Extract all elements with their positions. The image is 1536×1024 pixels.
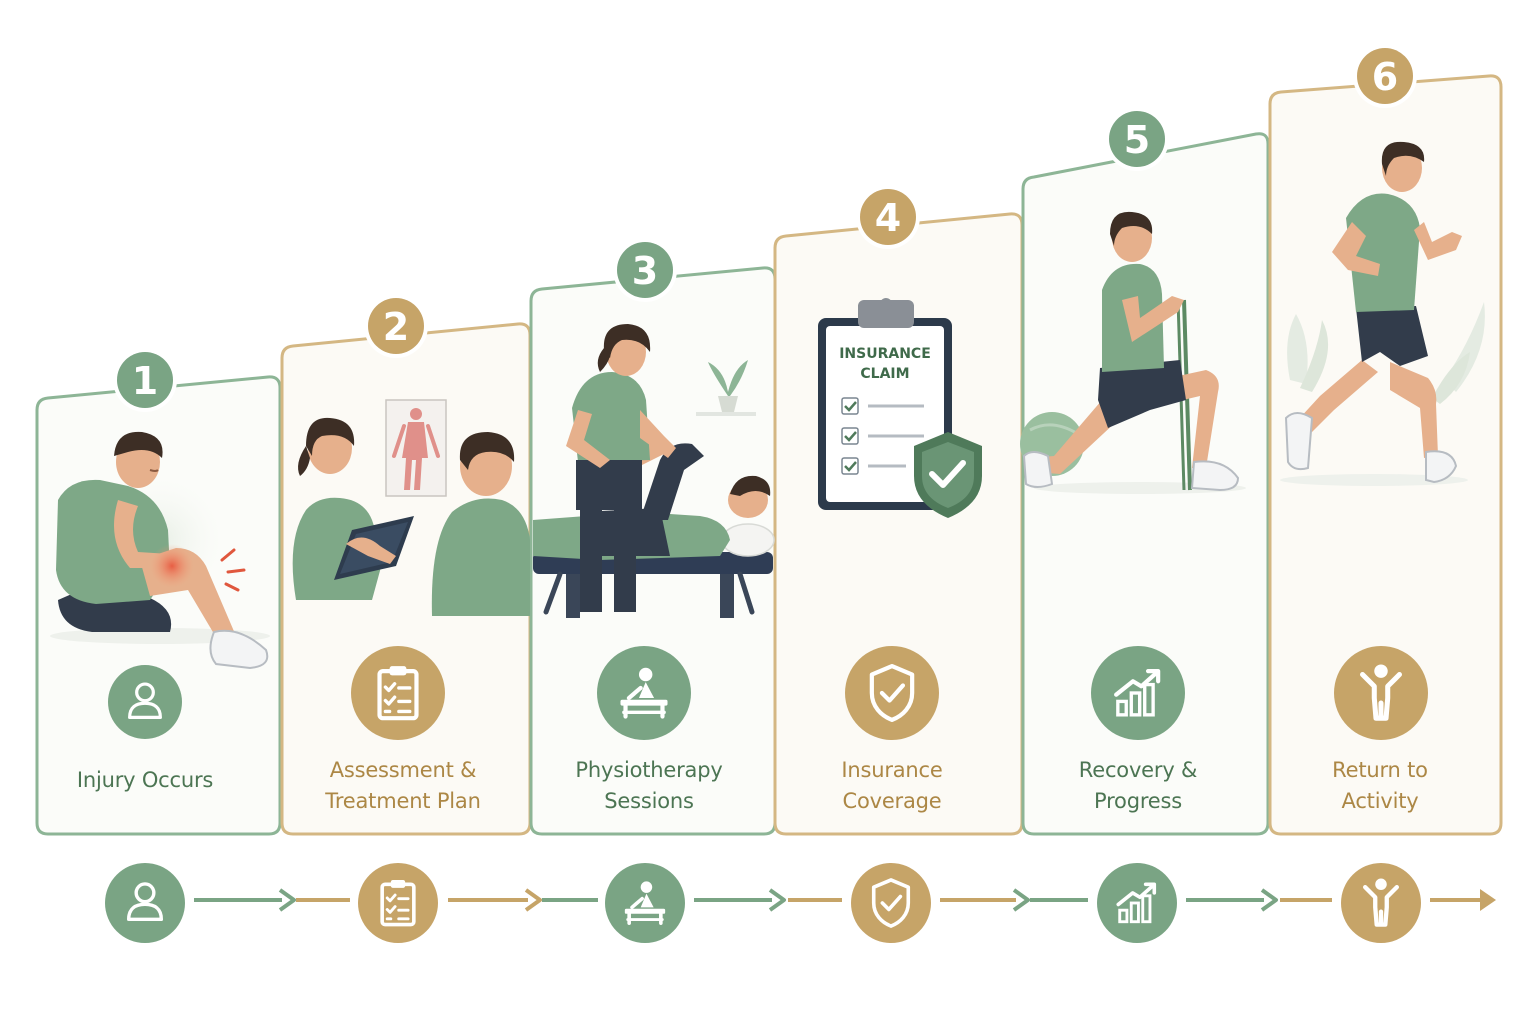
step-number-badge-3: 3: [613, 238, 677, 302]
step-label-6-line1: Return to: [1332, 758, 1428, 782]
progress-timeline: [105, 863, 1496, 943]
step-number-6: 6: [1372, 55, 1398, 99]
step-number-5: 5: [1124, 118, 1150, 162]
step-label-5-line1: Recovery &: [1078, 758, 1198, 782]
timeline-arrow-3: [694, 888, 842, 912]
step-label-1: Injury Occurs: [35, 765, 255, 796]
insurance-claim-illustration: INSURANCE CLAIM: [818, 298, 982, 518]
step-number-badge-2: 2: [364, 294, 428, 358]
step-number-3: 3: [632, 249, 658, 293]
timeline-step-1: [105, 863, 185, 943]
timeline-step-4: [851, 863, 931, 943]
step-number-badge-4: 4: [856, 185, 920, 249]
card-icon-badge-1: [108, 665, 182, 739]
step-number-badge-1: 1: [113, 348, 177, 412]
timeline-arrow-2: [448, 888, 598, 912]
step-number-2: 2: [383, 305, 409, 349]
timeline-arrow-5: [1186, 888, 1332, 912]
timeline-step-3: [605, 863, 685, 943]
shield-check-badge-icon: [914, 432, 982, 518]
step-label-5-line2: Progress: [1093, 789, 1183, 813]
step-label-2: Assessment & Treatment Plan: [293, 755, 513, 817]
step-label-3-line1: Physiotherapy: [575, 758, 723, 782]
step-label-4-line2: Coverage: [842, 789, 942, 813]
step-number-badge-6: 6: [1353, 44, 1417, 108]
card-icon-badge-2: [351, 646, 445, 740]
step-number-1: 1: [132, 359, 158, 403]
step-label-3: Physiotherapy Sessions: [539, 755, 759, 817]
card-icon-badge-4: [845, 646, 939, 740]
step-label-6: Return to Activity: [1270, 755, 1490, 817]
running-man-illustration: [1280, 141, 1485, 486]
card-icon-badge-5: [1091, 646, 1185, 740]
step-number-4: 4: [875, 196, 901, 240]
step-label-3-line2: Sessions: [604, 789, 694, 813]
card-icon-badge-6: [1334, 646, 1428, 740]
timeline-arrow-1: [194, 888, 350, 912]
assessment-illustration: [292, 399, 530, 616]
timeline-step-5: [1097, 863, 1177, 943]
step-number-badge-5: 5: [1105, 107, 1169, 171]
step-label-2-line2: Treatment Plan: [325, 789, 481, 813]
step-card-6: [1268, 74, 1503, 836]
recovery-lunge-illustration: [1020, 211, 1246, 494]
step-label-4: Insurance Coverage: [782, 755, 1002, 817]
timeline-step-2: [358, 863, 438, 943]
step-label-5: Recovery & Progress: [1028, 755, 1248, 817]
step-label-6-line2: Activity: [1341, 789, 1419, 813]
claim-title-line1: INSURANCE: [839, 346, 931, 362]
timeline-step-6: [1341, 863, 1421, 943]
timeline-arrow-end: [1430, 889, 1496, 911]
claim-title-line2: CLAIM: [860, 366, 909, 382]
step-label-1-line1: Injury Occurs: [76, 768, 214, 792]
step-label-2-line1: Assessment &: [329, 758, 477, 782]
timeline-arrow-4: [940, 888, 1088, 912]
claim-checklist: [841, 397, 924, 475]
step-label-4-line1: Insurance: [841, 758, 943, 782]
injured-man-illustration: [50, 431, 270, 670]
card-icon-badge-3: [597, 646, 691, 740]
physiotherapy-illustration: [533, 324, 775, 618]
